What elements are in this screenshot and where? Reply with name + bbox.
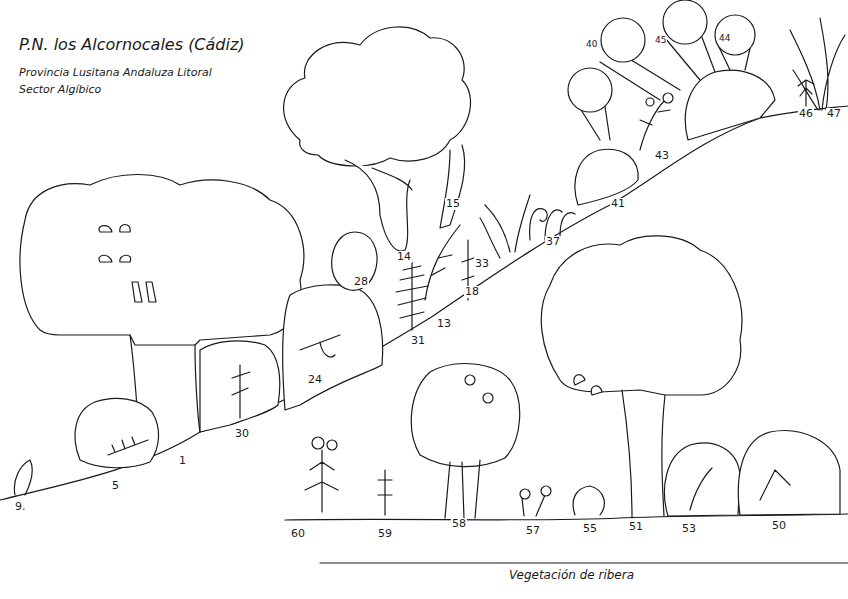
callout-number: 58 xyxy=(451,518,467,530)
callout-number: 55 xyxy=(582,523,598,535)
tree-trunk xyxy=(622,390,665,518)
callout-number: 33 xyxy=(474,258,490,270)
callout-number: 13 xyxy=(436,318,452,330)
callout-number: 43 xyxy=(654,150,670,162)
small-plant xyxy=(305,450,790,516)
tree-canopy xyxy=(411,364,519,467)
flower xyxy=(541,486,551,496)
detail-circle xyxy=(715,15,755,55)
section-label: Vegetación de ribera xyxy=(508,569,635,582)
callout-number: 37 xyxy=(545,236,561,248)
callout-number: 41 xyxy=(610,198,626,210)
flower xyxy=(312,437,324,449)
shrub xyxy=(738,431,840,515)
callout-number: 50 xyxy=(771,520,787,532)
subtitle: Provincia Lusitana Andaluza Litoral xyxy=(18,67,213,79)
callout-number: 51 xyxy=(628,521,644,533)
flower xyxy=(520,489,530,499)
flower xyxy=(646,98,654,106)
fern-plant xyxy=(396,262,428,330)
callout-number: 28 xyxy=(353,276,369,288)
callout-number: 44 xyxy=(718,34,731,44)
subtitle: Sector Algíbico xyxy=(18,84,102,96)
detail-circle xyxy=(332,232,377,290)
callout-number: 15 xyxy=(445,198,461,210)
tree-trunk xyxy=(445,460,480,518)
diagram-title: P.N. los Alcornocales (Cádiz) xyxy=(18,36,246,54)
small-plant xyxy=(798,80,814,106)
shrub xyxy=(685,70,775,140)
callout-number: 31 xyxy=(410,335,426,347)
flower xyxy=(483,393,493,403)
callout-number: 5 xyxy=(111,480,120,492)
hill-ground xyxy=(0,106,848,500)
callout-number: 57 xyxy=(525,525,541,537)
tree-canopy xyxy=(20,174,304,345)
callout-number: 18 xyxy=(464,286,480,298)
small-plant xyxy=(14,335,340,495)
shrub xyxy=(664,443,740,516)
shrub xyxy=(283,285,383,410)
callout-number: 46 xyxy=(798,108,814,120)
callout-number: 53 xyxy=(681,523,697,535)
grass-plant xyxy=(790,18,845,110)
shrub xyxy=(575,149,638,205)
leaf-detail xyxy=(99,225,156,303)
fern-plant xyxy=(480,195,575,258)
callout-number: 9. xyxy=(14,501,27,513)
detail-circle xyxy=(601,18,645,62)
detail-circle xyxy=(568,68,612,112)
detail-circle xyxy=(663,0,707,44)
flower xyxy=(465,375,475,385)
callout-number: 59 xyxy=(377,528,393,540)
flower xyxy=(663,93,673,103)
small-plant xyxy=(640,100,670,150)
callout-number: 45 xyxy=(654,36,667,46)
callout-number: 24 xyxy=(307,374,323,386)
tree-canopy xyxy=(541,236,742,395)
callout-number: 40 xyxy=(585,40,598,50)
leaf-detail xyxy=(574,375,602,395)
callout-number: 14 xyxy=(396,251,412,263)
callout-number: 47 xyxy=(826,108,842,120)
callout-number: 1 xyxy=(178,455,187,467)
river-line xyxy=(320,562,848,563)
tree-trunk xyxy=(440,145,465,228)
callout-number: 60 xyxy=(290,528,306,540)
shrub xyxy=(75,398,159,467)
callout-number: 30 xyxy=(234,428,250,440)
flower xyxy=(327,440,337,450)
tree-canopy xyxy=(284,27,471,166)
